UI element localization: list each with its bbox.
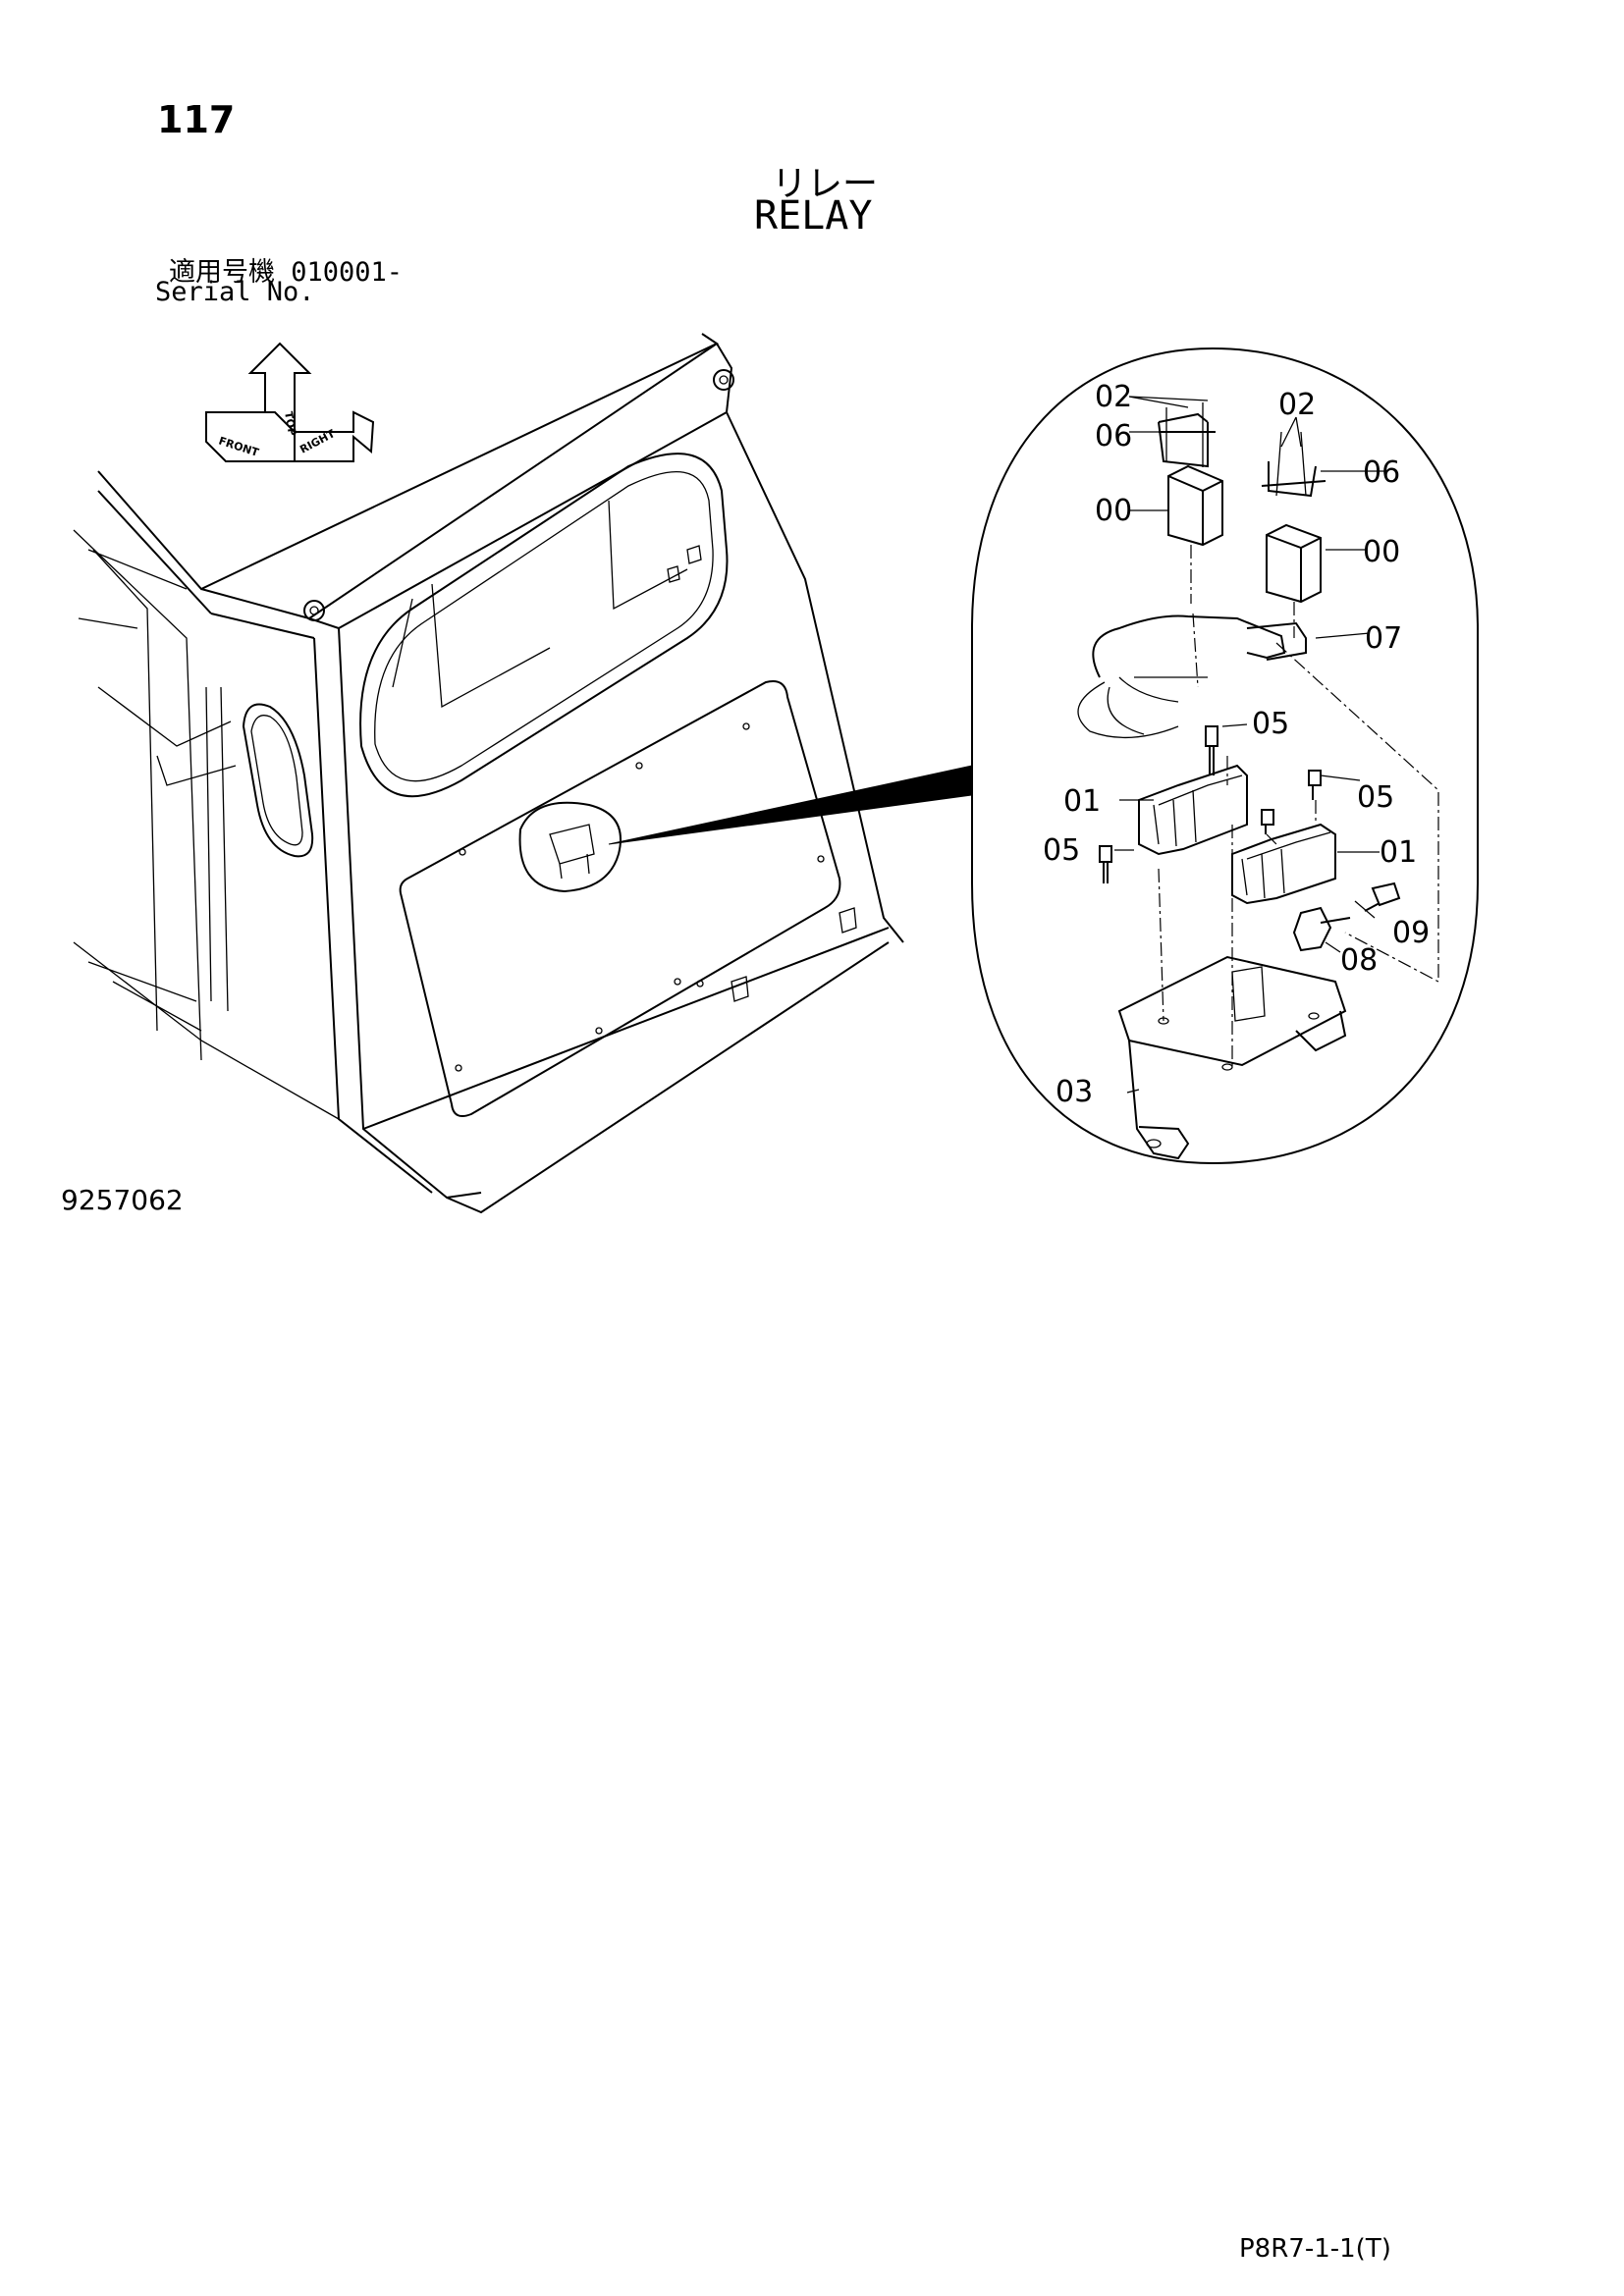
drawing-number: 9257062 (61, 1184, 184, 1216)
callout-06-b: 06 (1363, 455, 1400, 490)
callout-06-a: 06 (1095, 419, 1132, 454)
callout-03: 03 (1056, 1075, 1093, 1109)
callout-00-a: 00 (1095, 494, 1132, 528)
callout-02-a: 02 (1095, 380, 1132, 414)
callout-07: 07 (1365, 621, 1402, 656)
orientation-label-top: TOP (282, 410, 298, 437)
orientation-label-front: FRONT (217, 434, 260, 459)
callout-05-a: 05 (1252, 707, 1289, 741)
serial-label-japanese: 適用号機 010001- (169, 257, 404, 288)
callout-08: 08 (1340, 943, 1378, 978)
callout-01-a: 01 (1063, 784, 1101, 819)
callout-00-b: 00 (1363, 535, 1400, 569)
orientation-arrows-icon: FRONT TOP RIGHT (205, 342, 375, 462)
page-number: 117 (157, 98, 236, 141)
callout-09: 09 (1392, 916, 1430, 950)
title-japanese: リレー (772, 164, 879, 204)
detail-pointer (608, 765, 973, 845)
serial-label-english: Serial No. (155, 277, 315, 307)
detail-view: 02 06 00 02 06 00 07 05 01 05 05 01 09 0… (971, 347, 1479, 1165)
callout-05-c: 05 (1357, 780, 1394, 815)
callout-01-b: 01 (1380, 835, 1417, 870)
callout-05-b: 05 (1043, 833, 1080, 868)
title-english: RELAY (754, 193, 873, 239)
cab-overview-drawing (73, 333, 904, 1214)
callout-02-b: 02 (1278, 388, 1316, 422)
page-code: P8R7-1-1(T) (1239, 2234, 1391, 2264)
